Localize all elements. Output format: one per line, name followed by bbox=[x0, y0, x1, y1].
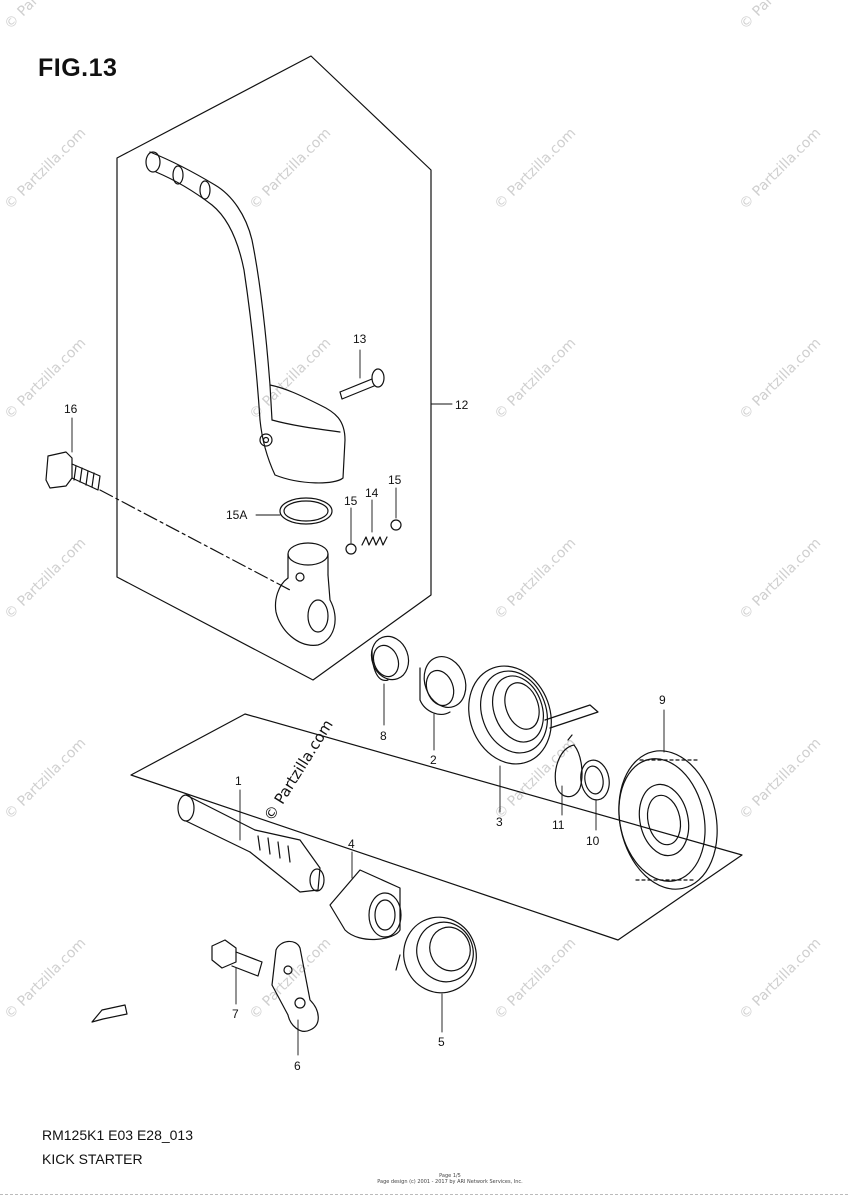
watermark: © Partzilla.com bbox=[2, 735, 90, 823]
callout-10: 10 bbox=[586, 834, 600, 848]
watermark-main: © Partzilla.com bbox=[260, 716, 337, 824]
figure-title: FIG.13 bbox=[38, 54, 118, 82]
callout-8: 8 bbox=[380, 729, 387, 743]
plate-6 bbox=[271, 940, 319, 1032]
kick-lever bbox=[145, 151, 346, 484]
watermark: © Partzilla.com bbox=[737, 335, 825, 423]
lever-boss bbox=[274, 542, 336, 646]
watermark: © Partzilla.com bbox=[737, 535, 825, 623]
watermark: © Partzilla.com bbox=[737, 735, 825, 823]
watermark: © Partzilla.com bbox=[492, 535, 580, 623]
ball-15-left bbox=[345, 543, 357, 555]
spring-3 bbox=[468, 665, 599, 765]
bolt-7 bbox=[211, 939, 263, 977]
bolt-13 bbox=[339, 368, 385, 400]
callout-7: 7 bbox=[232, 1007, 239, 1021]
figure-code: RM125K1 E03 E28_013 bbox=[42, 1127, 193, 1143]
watermark: © Partzilla.com bbox=[737, 0, 825, 33]
watermark: © Partzilla.com bbox=[247, 125, 335, 213]
callout-16: 16 bbox=[64, 402, 78, 416]
callout-15A: 15A bbox=[226, 508, 247, 522]
fwd-arrow bbox=[91, 1004, 128, 1023]
gear-9 bbox=[618, 750, 718, 890]
washer-10 bbox=[580, 759, 610, 801]
callout-11: 11 bbox=[552, 818, 565, 832]
ratchet-4 bbox=[329, 869, 402, 941]
guide-2 bbox=[419, 656, 467, 715]
oil-seal-8 bbox=[370, 635, 410, 681]
watermark: © Partzilla.com bbox=[2, 535, 90, 623]
callout-15-right: 15 bbox=[388, 473, 402, 487]
callout-13: 13 bbox=[353, 332, 367, 346]
page-credit: Page 1/5 Page design (c) 2001 - 2017 by … bbox=[300, 1173, 600, 1185]
callout-14: 14 bbox=[365, 486, 379, 500]
fwd-label: FWD bbox=[103, 1011, 118, 1020]
callout-1: 1 bbox=[235, 774, 242, 788]
figure-name: KICK STARTER bbox=[42, 1151, 143, 1167]
group-frame-shaft bbox=[130, 713, 743, 941]
spring-5 bbox=[395, 916, 477, 994]
watermark: © Partzilla.com bbox=[737, 125, 825, 213]
watermark: © Partzilla.com bbox=[2, 935, 90, 1023]
leader-16 bbox=[99, 489, 291, 591]
ball-15-right bbox=[390, 519, 402, 531]
callout-labels: 13 16 12 15 14 15 15A 9 8 2 1 3 11 10 4 … bbox=[64, 332, 666, 1073]
shaft-1 bbox=[177, 794, 325, 893]
watermark: © Partzilla.com bbox=[492, 935, 580, 1023]
callout-9: 9 bbox=[659, 693, 666, 707]
spring-14 bbox=[361, 536, 388, 546]
callout-15-left: 15 bbox=[344, 494, 358, 508]
watermark: © Partzilla.com bbox=[492, 335, 580, 423]
watermark: © Partzilla.com bbox=[737, 935, 825, 1023]
callout-12: 12 bbox=[455, 398, 469, 412]
bottom-rule bbox=[0, 1194, 848, 1195]
callout-5: 5 bbox=[438, 1035, 445, 1049]
callout-4: 4 bbox=[348, 837, 355, 851]
oring-15A bbox=[279, 497, 333, 525]
watermark: © Partzilla.com bbox=[247, 935, 335, 1023]
group-frame-12 bbox=[116, 55, 432, 681]
page-credit-line2: Page design (c) 2001 - 2017 by ARI Netwo… bbox=[377, 1179, 523, 1185]
watermark: © Partzilla.com bbox=[2, 125, 90, 213]
circlip-11 bbox=[554, 734, 583, 798]
bolt-16 bbox=[45, 451, 101, 491]
callout-2: 2 bbox=[430, 753, 437, 767]
leader-lines bbox=[71, 349, 665, 1056]
callout-3: 3 bbox=[496, 815, 503, 829]
watermark: © Partzilla.com bbox=[492, 125, 580, 213]
watermark: © Partzilla.com bbox=[2, 0, 90, 33]
callout-6: 6 bbox=[294, 1059, 301, 1073]
page-credit-line1: Page 1/5 bbox=[439, 1173, 461, 1179]
